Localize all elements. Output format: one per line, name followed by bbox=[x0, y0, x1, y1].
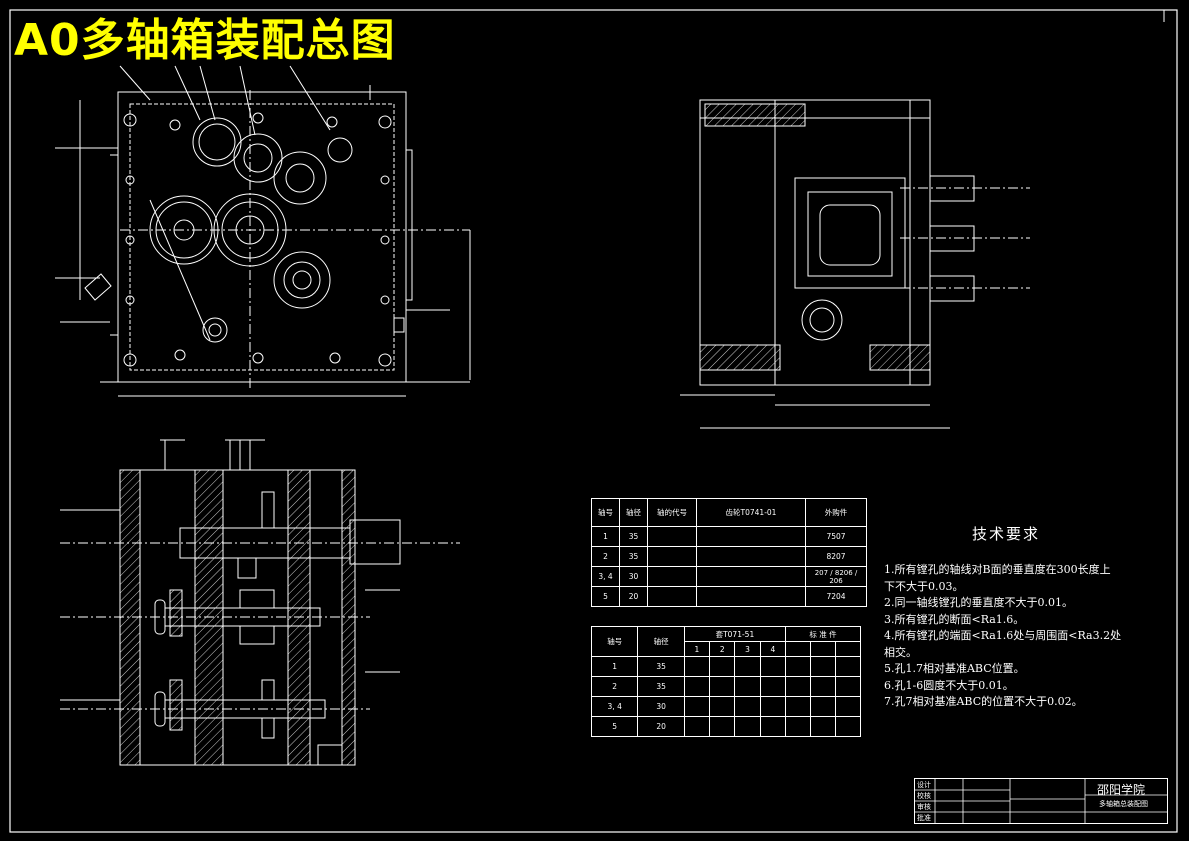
front-view bbox=[55, 65, 471, 397]
table2-header: 轴径 bbox=[637, 626, 685, 657]
tech-item: 5.孔1.7相对基准ABC位置。 bbox=[884, 662, 1025, 675]
tech-item: 2.同一轴线镗孔的垂直度不大于0.01。 bbox=[884, 596, 1073, 609]
side-view bbox=[680, 99, 1030, 429]
table1-header: 轴的代号 bbox=[647, 498, 697, 527]
tech-requirements-title: 技术要求 bbox=[972, 525, 1041, 543]
tech-item: 6.孔1-6圆度不大于0.01。 bbox=[884, 678, 1014, 692]
tech-item: 7.孔7相对基准ABC的位置不大于0.02。 bbox=[884, 695, 1083, 708]
tech-item: 1.所有镗孔的轴线对B面的垂直度在300长度上 bbox=[884, 563, 1111, 576]
title-block-grid bbox=[915, 779, 1167, 823]
title-block-label: 校核 bbox=[917, 792, 931, 800]
title-block-label: 批准 bbox=[917, 814, 931, 822]
drawing-title: A0多轴箱装配总图 bbox=[14, 15, 396, 66]
table2-header: 套T071-51 bbox=[683, 626, 787, 642]
table1-header: 轴号 bbox=[591, 498, 620, 527]
table2-header: 轴号 bbox=[590, 626, 639, 657]
table1-header: 外购件 bbox=[805, 498, 867, 527]
title-block: 设计 校核 审核 批准 邵阳学院 多轴箱总装配图 bbox=[914, 778, 1168, 824]
table1-header: 轴径 bbox=[619, 498, 648, 527]
school-name: 邵阳学院 bbox=[1097, 783, 1146, 797]
tech-item: 4.所有镗孔的端面<Ra1.6处与周围面<Ra3.2处 bbox=[884, 629, 1122, 642]
tech-requirements-list: 1.所有镗孔的轴线对B面的垂直度在300长度上 下不大于0.03。 2.同一轴线… bbox=[884, 562, 1174, 711]
table1-header: 齿轮T0741-01 bbox=[696, 498, 806, 527]
title-block-label: 审核 bbox=[917, 803, 931, 811]
tech-item: 相交。 bbox=[884, 645, 917, 659]
table2-header: 标 准 件 bbox=[785, 626, 861, 642]
tech-item: 下不大于0.03。 bbox=[884, 579, 964, 593]
tech-item: 3.所有镗孔的断面<Ra1.6。 bbox=[884, 612, 1025, 626]
drawing-name: 多轴箱总装配图 bbox=[1099, 800, 1148, 808]
title-block-label: 设计 bbox=[917, 781, 931, 789]
section-view bbox=[60, 439, 460, 766]
